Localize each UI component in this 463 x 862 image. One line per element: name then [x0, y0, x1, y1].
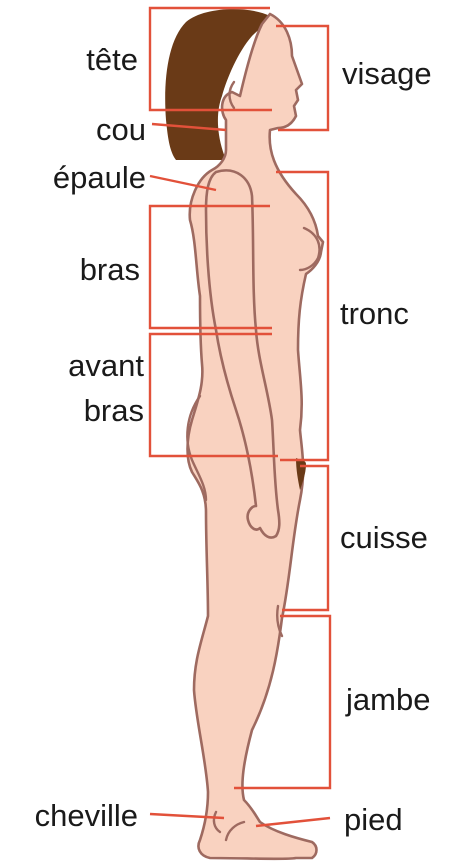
label-tronc: tronc — [340, 296, 409, 331]
label-epaule: épaule — [53, 160, 146, 195]
label-visage: visage — [342, 56, 432, 91]
label-avant-bras-2: bras — [84, 393, 144, 428]
leader-pied — [256, 818, 330, 826]
label-cuisse: cuisse — [340, 520, 428, 555]
label-bras: bras — [80, 252, 140, 287]
label-jambe: jambe — [345, 682, 430, 717]
human-figure — [165, 9, 323, 859]
label-tete: tête — [86, 42, 138, 77]
label-cheville: cheville — [35, 798, 138, 833]
label-avant: avant — [68, 348, 144, 383]
label-cou: cou — [96, 112, 146, 147]
label-pied: pied — [344, 802, 403, 837]
